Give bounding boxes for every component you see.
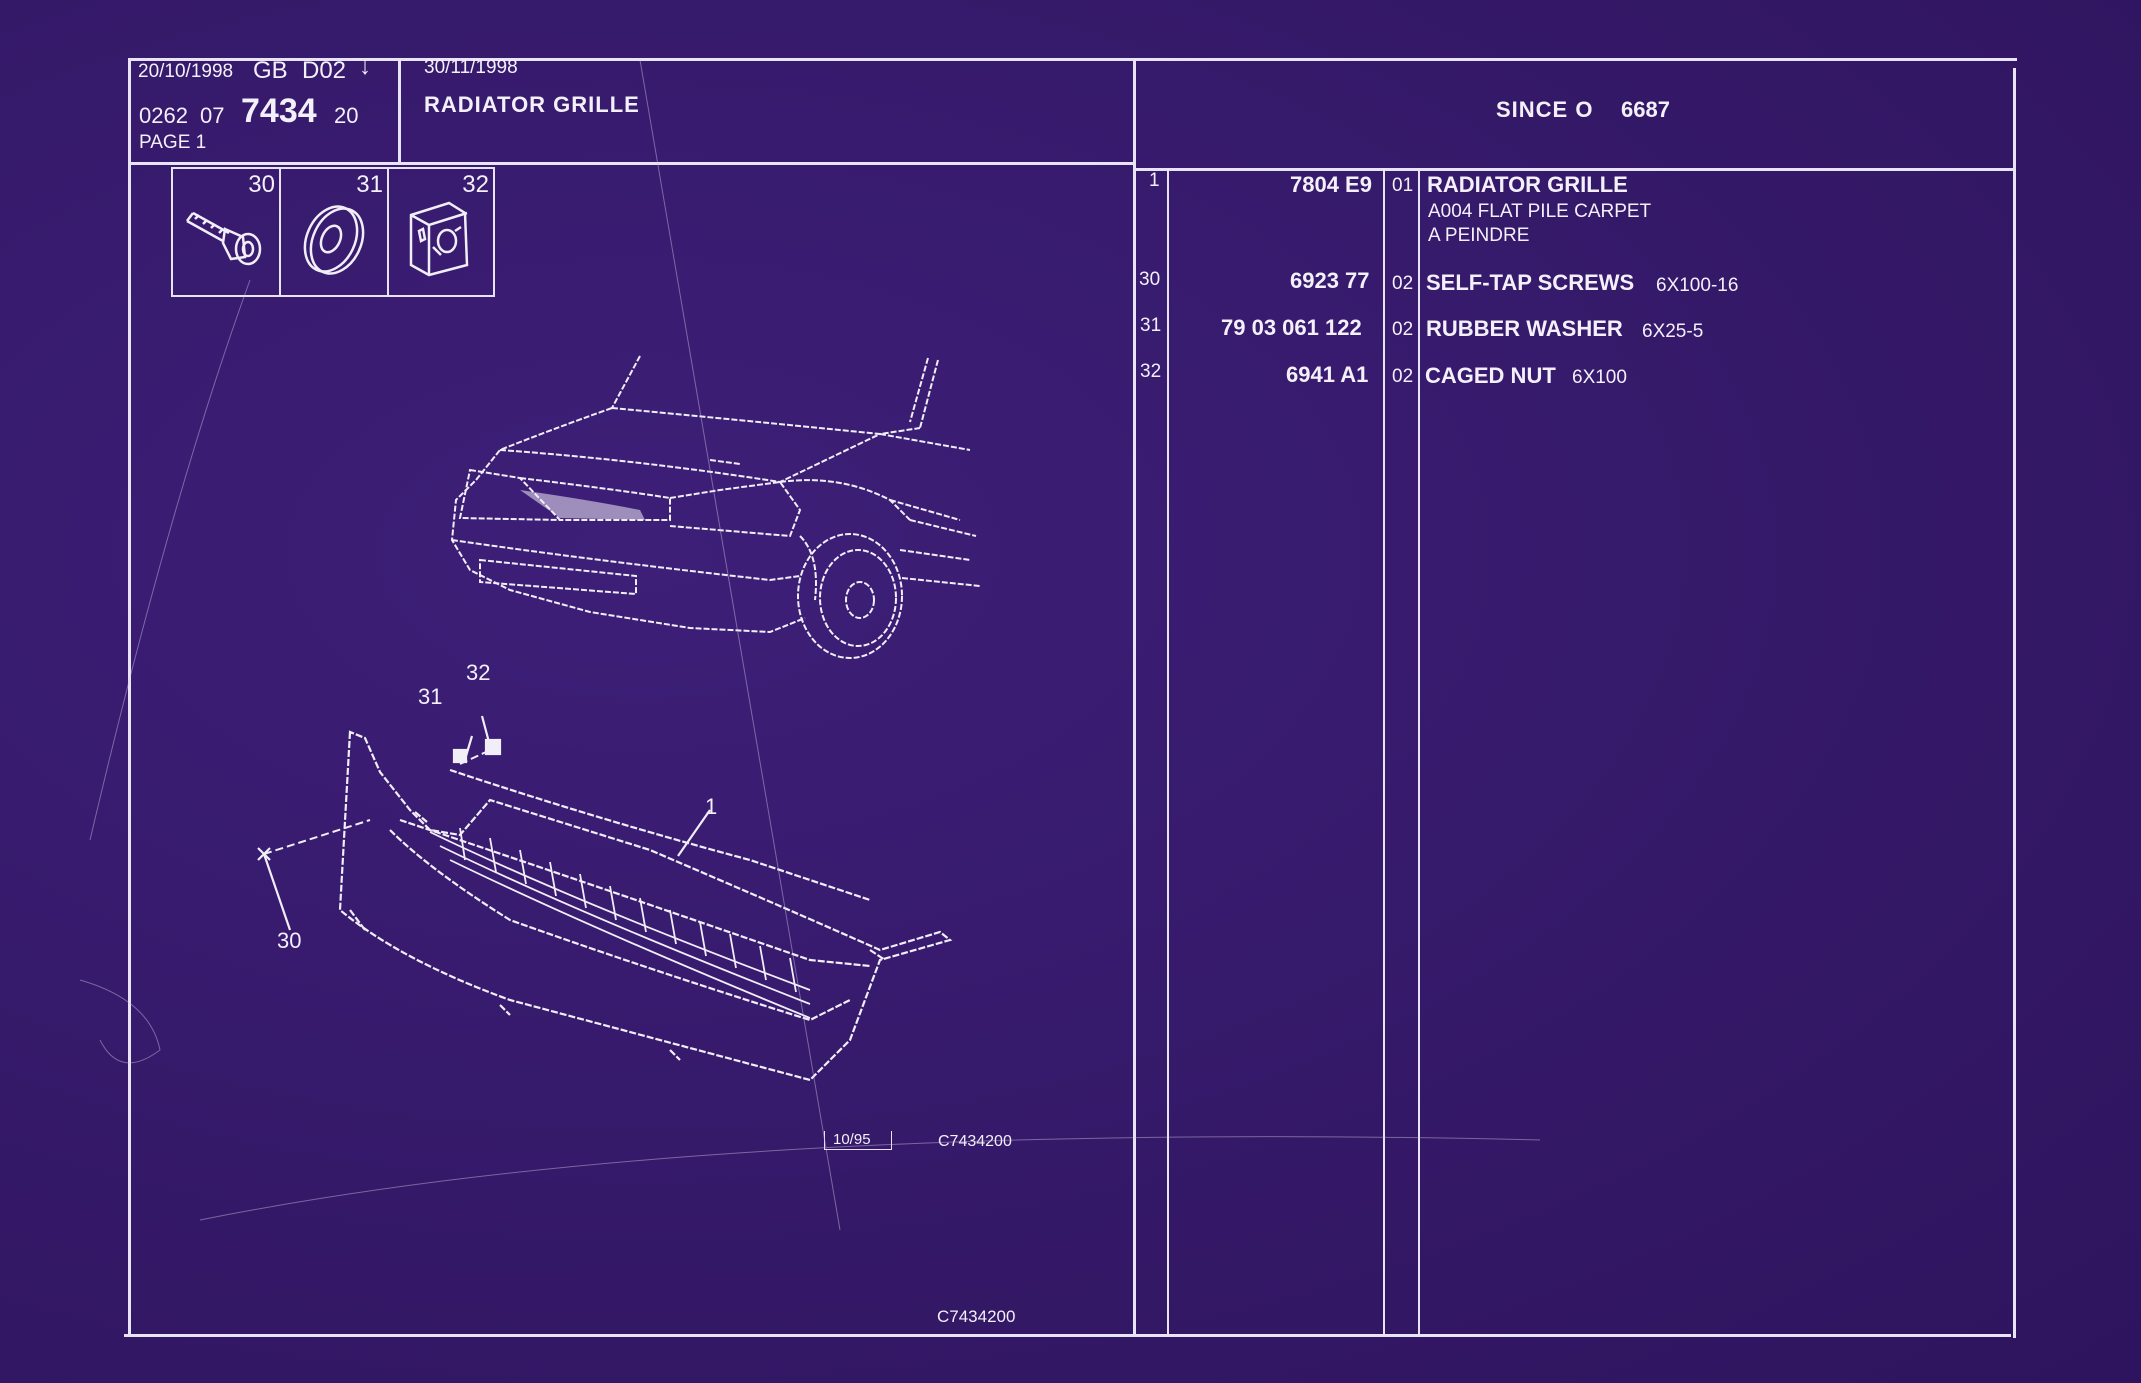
ref-prefix: 0262 bbox=[139, 103, 188, 128]
part-index: 30 bbox=[1139, 269, 1161, 290]
part-number: 7804 E9 bbox=[1290, 172, 1372, 197]
header-vertical-1 bbox=[398, 58, 401, 162]
grille-illustration bbox=[257, 715, 953, 1082]
col-divider-partno bbox=[1383, 168, 1385, 1336]
frame-left bbox=[128, 58, 131, 1336]
ref-main: 7434 bbox=[241, 92, 317, 130]
callout-1: 1 bbox=[705, 794, 718, 819]
part-icon-index: 31 bbox=[356, 171, 383, 198]
part-index: 32 bbox=[1140, 361, 1162, 382]
frame-bottom bbox=[124, 1334, 2011, 1337]
part-index: 31 bbox=[1140, 315, 1162, 336]
arrow-down-icon: ↓ bbox=[359, 53, 371, 80]
part-spec: 6X100 bbox=[1572, 367, 1627, 388]
part-icon-index: 30 bbox=[248, 171, 275, 198]
header-date2: 30/11/1998 bbox=[424, 57, 518, 78]
frame-right bbox=[2013, 68, 2016, 1338]
part-spec: 6X100-16 bbox=[1656, 275, 1739, 296]
part-qty: 02 bbox=[1392, 273, 1414, 294]
part-name: SELF-TAP SCREWS bbox=[1426, 270, 1635, 295]
ref-suffix: 20 bbox=[334, 103, 359, 128]
header-lang: GB bbox=[253, 57, 288, 84]
revision-stamp-text: 10/95 bbox=[833, 1131, 871, 1148]
since-number: 6687 bbox=[1621, 97, 1670, 122]
part-name: CAGED NUT bbox=[1425, 363, 1556, 388]
page-number: PAGE 1 bbox=[139, 132, 207, 153]
page-title: RADIATOR GRILLE bbox=[424, 92, 640, 117]
callout-31: 31 bbox=[418, 684, 443, 709]
part-icon-box-31: 31 bbox=[279, 167, 389, 297]
header-date: 20/10/1998 bbox=[138, 61, 234, 82]
part-qty: 01 bbox=[1392, 175, 1414, 196]
diagram-code-bottom: C7434200 bbox=[937, 1307, 1016, 1326]
center-divider bbox=[1133, 58, 1136, 1336]
diagram-code-small: C7434200 bbox=[938, 1133, 1012, 1150]
caged-nut-icon bbox=[409, 201, 469, 277]
part-name: RADIATOR GRILLE bbox=[1427, 172, 1628, 197]
ref-group: 07 bbox=[200, 103, 225, 128]
part-icon-box-30: 30 bbox=[171, 167, 281, 297]
revision-stamp: 10/95 bbox=[824, 1131, 892, 1150]
part-note: A004 FLAT PILE CARPET bbox=[1428, 201, 1652, 222]
part-qty: 02 bbox=[1392, 366, 1414, 387]
part-spec: 6X25-5 bbox=[1642, 321, 1704, 342]
callout-32: 32 bbox=[466, 660, 491, 685]
header-code: D02 bbox=[302, 57, 347, 84]
part-name: RUBBER WASHER bbox=[1426, 316, 1623, 341]
part-number: 79 03 061 122 bbox=[1221, 315, 1362, 340]
header-divider-right bbox=[1135, 168, 2015, 171]
part-index: 1 bbox=[1149, 170, 1160, 191]
washer-icon bbox=[303, 205, 365, 275]
frame-top bbox=[131, 58, 2017, 61]
screw-icon bbox=[186, 211, 262, 266]
header-divider-left bbox=[131, 162, 1135, 165]
part-number: 6923 77 bbox=[1290, 268, 1370, 293]
part-icon-box-32: 32 bbox=[387, 167, 495, 297]
since-label: SINCE O bbox=[1496, 97, 1594, 122]
part-icon-index: 32 bbox=[462, 171, 489, 198]
part-number: 6941 A1 bbox=[1286, 362, 1369, 387]
car-front-illustration bbox=[450, 355, 981, 659]
callout-30: 30 bbox=[277, 928, 302, 953]
col-divider-qty bbox=[1418, 168, 1420, 1336]
col-divider-index bbox=[1167, 168, 1169, 1336]
part-note: A PEINDRE bbox=[1428, 225, 1530, 246]
part-qty: 02 bbox=[1392, 319, 1414, 340]
